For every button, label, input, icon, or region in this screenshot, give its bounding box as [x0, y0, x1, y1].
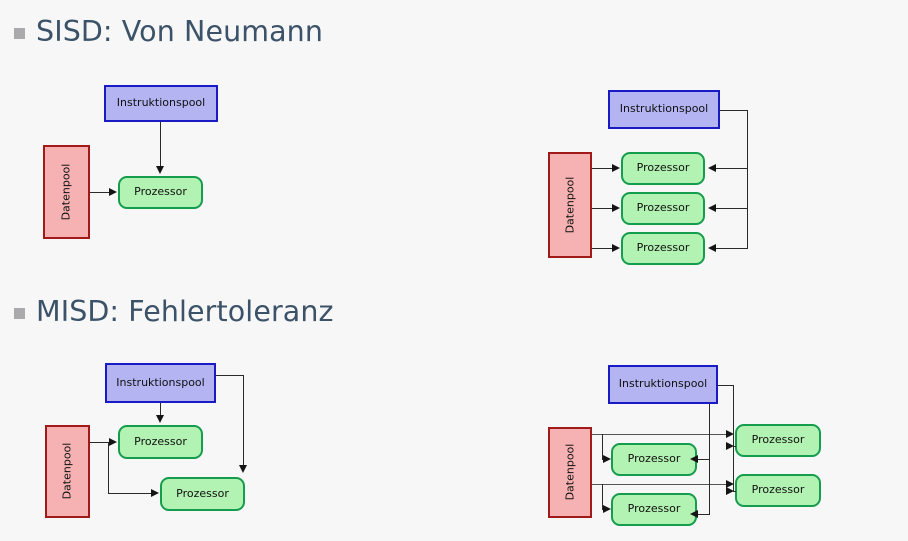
- processor-box: Prozessor: [735, 474, 821, 507]
- connector-data-proc: [592, 208, 613, 210]
- connector-instr-proc: [716, 248, 748, 250]
- instruction-pool-label: Instruktionspool: [116, 96, 206, 110]
- connector-instr-proc: [716, 168, 748, 170]
- connector-instr-bus-top: [216, 375, 244, 377]
- arrowhead-right-data-outer2: [726, 480, 734, 488]
- arrowhead-left-instr-inner1: [690, 455, 698, 463]
- diagram-misd: Instruktionspool Datenpool Prozessor Pro…: [0, 280, 454, 541]
- data-pool-box: Datenpool: [45, 425, 90, 518]
- processor-box: Prozessor: [621, 152, 705, 185]
- heading-sisd: SISD: Von Neumann: [14, 15, 324, 48]
- connector-instr-bus-vertical: [243, 375, 245, 467]
- quadrant-misd: MISD: Fehlertoleranz Instruktionspool Da…: [0, 280, 454, 541]
- heading-misd-label: MISD: Fehlertoleranz: [36, 295, 334, 328]
- connector-data-branch-vertical: [602, 434, 604, 460]
- connector-data-proc1: [90, 442, 110, 444]
- heading-misd: MISD: Fehlertoleranz: [14, 295, 334, 328]
- arrowhead-left-instr-proc: [708, 164, 716, 172]
- quadrant-sisd: SISD: Von Neumann Instruktionspool Daten…: [0, 0, 454, 280]
- instruction-pool-box: Instruktionspool: [608, 90, 720, 129]
- connector-data-branch-vertical: [602, 484, 604, 510]
- data-pool-label: Datenpool: [562, 176, 576, 234]
- arrowhead-right-data-proc: [612, 244, 620, 252]
- diagram-simd: Instruktionspool Datenpool Prozessor Pro…: [454, 0, 908, 280]
- processor-label: Prozessor: [176, 486, 229, 500]
- arrowhead-right-data-proc: [612, 164, 620, 172]
- arrowhead-right-data-proc: [612, 204, 620, 212]
- instruction-pool-box: Instruktionspool: [105, 363, 216, 403]
- arrowhead-right-data-proc2: [151, 489, 159, 497]
- instruction-pool-label: Instruktionspool: [116, 375, 205, 389]
- processor-box: Prozessor: [735, 424, 821, 457]
- connector-instr-proc: [160, 122, 162, 168]
- processor-label: Prozessor: [636, 241, 690, 255]
- connector-data-outer-proc2: [592, 484, 728, 486]
- processor-label: Prozessor: [636, 161, 690, 175]
- diagram-mimd: Instruktionspool Datenpool Prozessor Pro…: [454, 280, 908, 541]
- connector-data-proc: [592, 168, 613, 170]
- bullet-square-icon: [14, 27, 25, 39]
- connector-instr-outer-proc1: [733, 446, 736, 448]
- connector-instr-bus-vertical: [747, 110, 749, 249]
- bullet-square-icon: [14, 307, 25, 319]
- connector-instr-inner-proc1: [697, 459, 710, 461]
- connector-instr-proc: [716, 208, 748, 210]
- connector-instr-bus-top: [720, 110, 748, 112]
- data-pool-label: Datenpool: [562, 444, 576, 501]
- processor-label: Prozessor: [134, 434, 187, 448]
- connector-instr-bus-top: [718, 385, 734, 387]
- arrowhead-down-instr-proc2: [239, 465, 247, 473]
- connector-instr-proc1: [160, 403, 162, 417]
- data-pool-label: Datenpool: [59, 163, 73, 221]
- arrowhead-right-data-inner2: [603, 505, 611, 513]
- connector-data-proc2: [108, 493, 152, 495]
- arrowhead-down-instr-proc1: [156, 415, 164, 423]
- connector-data-outer-proc1: [592, 434, 728, 436]
- data-pool-box: Datenpool: [43, 145, 90, 239]
- arrowhead-right-data-outer1: [726, 430, 734, 438]
- instruction-pool-box: Instruktionspool: [608, 365, 718, 404]
- instruction-pool-label: Instruktionspool: [618, 377, 708, 391]
- diagram-sisd: Instruktionspool Datenpool Prozessor: [0, 0, 454, 280]
- arrowhead-down-instr-proc: [156, 166, 164, 174]
- quadrant-simd: SIMD: Vektorprozessor Instruktionspool D…: [454, 0, 908, 280]
- arrowhead-right-instr-outer2: [726, 487, 734, 495]
- data-pool-box: Datenpool: [548, 427, 592, 518]
- processor-box: Prozessor: [621, 192, 705, 225]
- instruction-pool-label: Instruktionspool: [619, 102, 709, 116]
- quadrant-mimd: MIMD: Supercomputer Instruktionspool Dat…: [454, 280, 908, 541]
- connector-data-proc: [90, 192, 110, 194]
- arrowhead-right-data-proc: [109, 188, 117, 196]
- processor-label: Prozessor: [636, 201, 690, 215]
- processor-box: Prozessor: [118, 176, 203, 209]
- arrowhead-left-instr-proc: [708, 204, 716, 212]
- heading-sisd-label: SISD: Von Neumann: [36, 15, 324, 48]
- processor-box: Prozessor: [611, 443, 697, 476]
- connector-data-branch-vertical: [108, 442, 110, 494]
- processor-label: Prozessor: [134, 185, 187, 199]
- arrowhead-right-instr-outer1: [726, 442, 734, 450]
- instruction-pool-box: Instruktionspool: [104, 85, 218, 122]
- processor-label: Prozessor: [751, 483, 805, 497]
- processor-label: Prozessor: [627, 452, 681, 466]
- arrowhead-left-instr-proc: [708, 244, 716, 252]
- data-pool-box: Datenpool: [548, 152, 592, 258]
- connector-instr-outer-vertical: [733, 385, 735, 492]
- processor-box: Prozessor: [160, 477, 245, 511]
- processor-label: Prozessor: [751, 433, 805, 447]
- processor-label: Prozessor: [627, 502, 681, 516]
- data-pool-label: Datenpool: [60, 443, 74, 500]
- processor-box: Prozessor: [611, 493, 697, 526]
- connector-instr-outer-proc2: [733, 491, 736, 493]
- arrowhead-left-instr-inner2: [690, 510, 698, 518]
- processor-box: Prozessor: [118, 425, 203, 459]
- connector-data-proc: [592, 248, 613, 250]
- arrowhead-right-data-proc1: [109, 438, 117, 446]
- arrowhead-right-data-inner1: [603, 455, 611, 463]
- processor-box: Prozessor: [621, 232, 705, 265]
- connector-instr-inner-proc2: [697, 514, 710, 516]
